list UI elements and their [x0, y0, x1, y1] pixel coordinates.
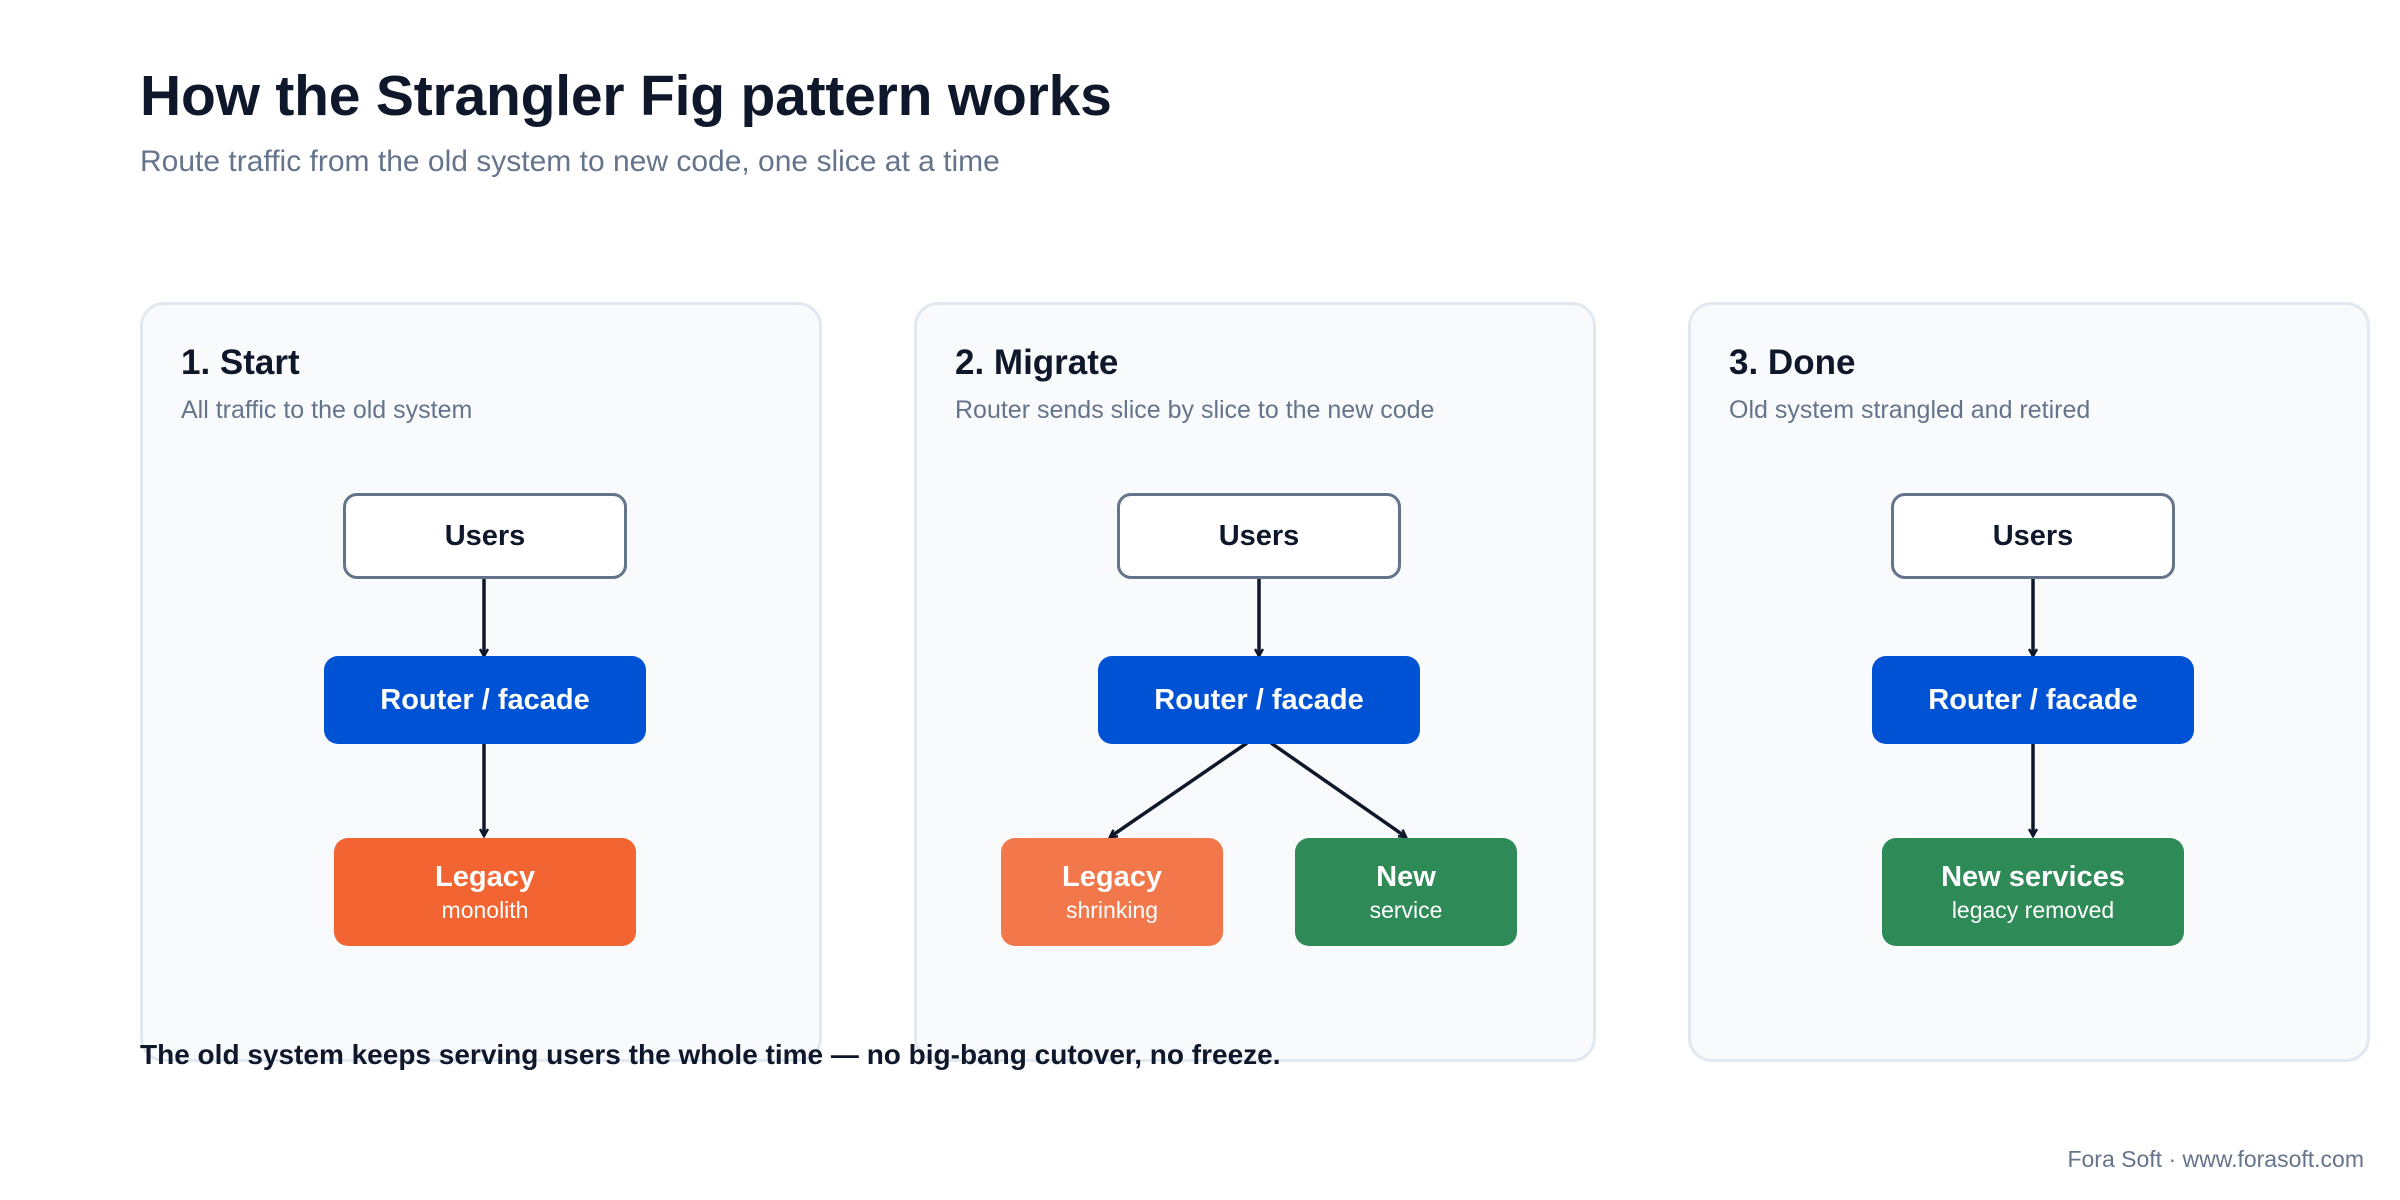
arrow-router-to-legacy	[1110, 741, 1248, 839]
legacy-label: Legacy	[435, 861, 535, 893]
legacy-sublabel: shrinking	[1065, 897, 1159, 923]
panel-done: 3. Done Old system strangled and retired…	[1688, 302, 2370, 1062]
arrow-router-to-new	[1270, 741, 1406, 837]
new-services-node: New services legacy removed	[1882, 838, 2184, 946]
page-title: How the Strangler Fig pattern works	[140, 64, 1112, 128]
panel-subtitle: Router sends slice by slice to the new c…	[955, 396, 1435, 424]
legacy-sublabel: monolith	[441, 897, 529, 923]
new-services-label: New services	[1941, 861, 2125, 893]
legacy-shrinking-node: Legacy shrinking	[1001, 838, 1223, 946]
router-label: Router / facade	[1154, 684, 1364, 716]
legacy-label: Legacy	[1062, 861, 1162, 893]
panel-title: 1. Start	[181, 343, 300, 382]
router-label: Router / facade	[1928, 684, 2138, 716]
page-subtitle: Route traffic from the old system to new…	[140, 145, 1000, 178]
footnote: The old system keeps serving users the w…	[140, 1039, 1281, 1070]
flow-arrows	[143, 579, 825, 1065]
panel-start: 1. Start All traffic to the old system U…	[140, 302, 822, 1062]
users-label: Users	[1992, 520, 2074, 552]
flow-arrows	[917, 579, 1599, 839]
panel-migrate: 2. Migrate Router sends slice by slice t…	[914, 302, 1596, 1062]
users-label: Users	[444, 520, 526, 552]
panel-title: 2. Migrate	[955, 343, 1119, 382]
router-node: Router / facade	[324, 656, 646, 744]
new-service-label: New	[1376, 861, 1436, 893]
users-node: Users	[1117, 493, 1401, 579]
panel-title: 3. Done	[1729, 343, 1856, 382]
router-node: Router / facade	[1098, 656, 1420, 744]
legacy-node: Legacy monolith	[334, 838, 636, 946]
router-label: Router / facade	[380, 684, 590, 716]
flow-arrows	[1691, 579, 2373, 1065]
footer-credit: Fora Soft · www.forasoft.com	[2067, 1146, 2364, 1172]
users-label: Users	[1218, 520, 1300, 552]
new-service-sublabel: service	[1369, 897, 1443, 923]
new-service-node: New service	[1295, 838, 1517, 946]
users-node: Users	[343, 493, 627, 579]
router-node: Router / facade	[1872, 656, 2194, 744]
panel-subtitle: Old system strangled and retired	[1729, 396, 2091, 424]
new-services-sublabel: legacy removed	[1951, 897, 2115, 923]
users-node: Users	[1891, 493, 2175, 579]
panel-subtitle: All traffic to the old system	[181, 396, 473, 424]
